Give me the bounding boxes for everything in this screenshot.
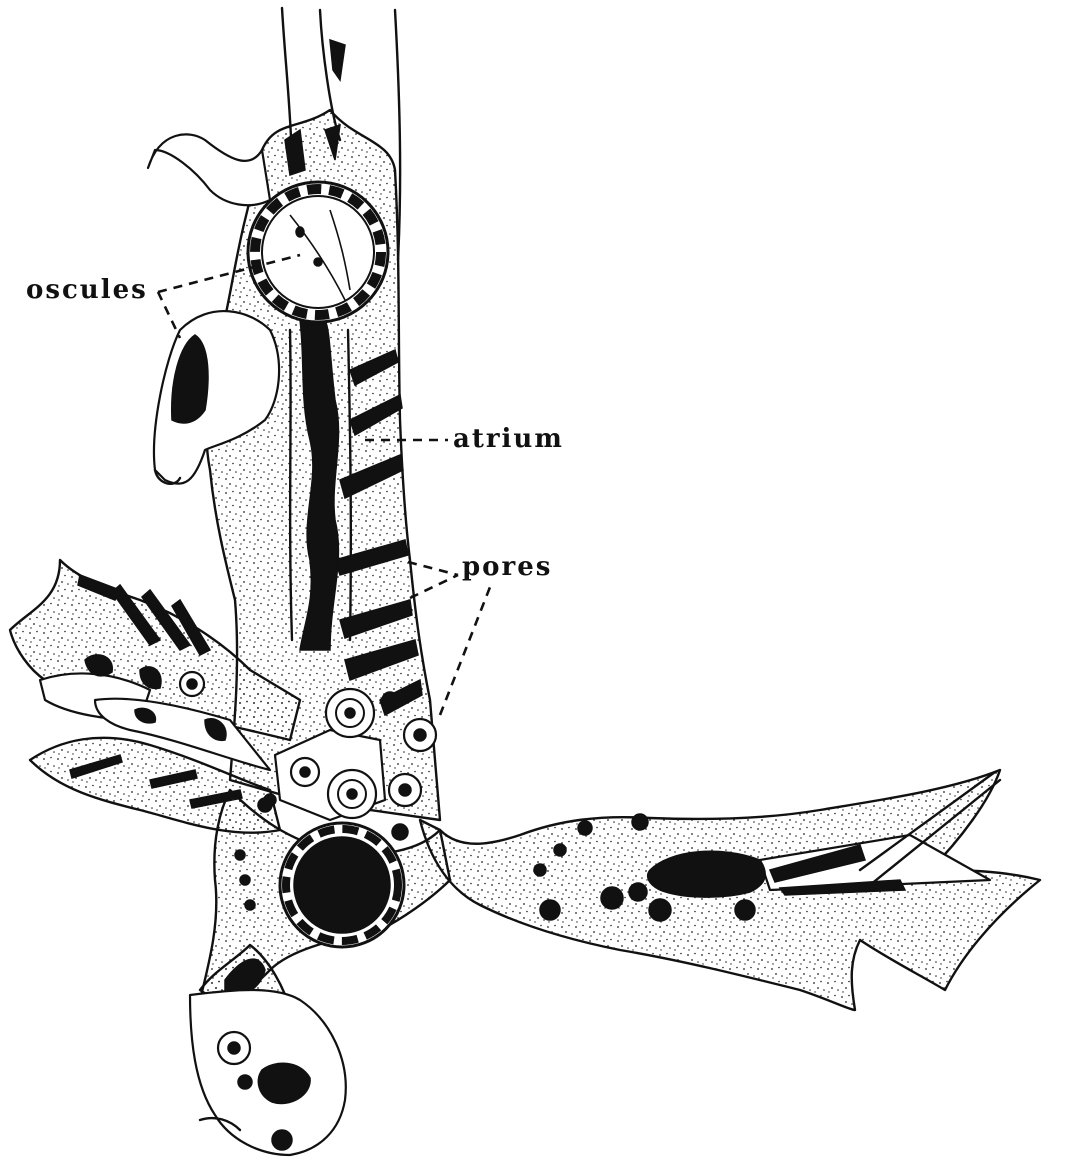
lower-lobe	[190, 945, 346, 1155]
leader-oscules-side	[158, 292, 180, 338]
upper-oscule	[248, 182, 388, 322]
leader-pores-3	[440, 582, 492, 715]
right-branch	[420, 770, 1040, 1010]
label-oscules: oscules	[26, 275, 148, 305]
leader-pores-2	[410, 575, 458, 598]
label-atrium: atrium	[453, 424, 564, 454]
label-pores: pores	[462, 552, 552, 582]
leader-pores-1	[408, 562, 458, 575]
lower-oscule	[280, 823, 404, 947]
